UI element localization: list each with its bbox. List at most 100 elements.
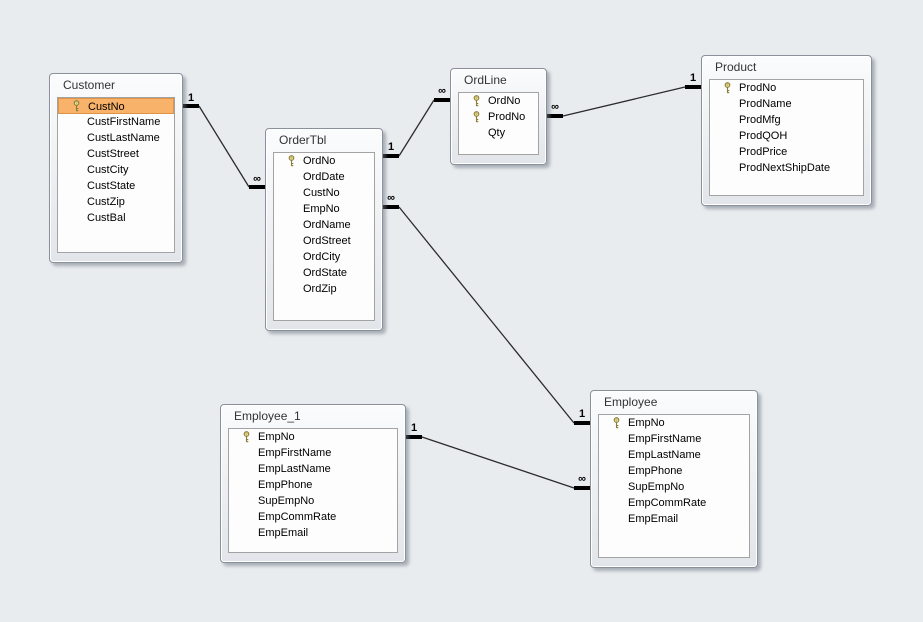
- field-name: ProdNextShipDate: [739, 162, 831, 174]
- field-name: EmpFirstName: [628, 433, 702, 445]
- table-window-customer[interactable]: Customer CustNo CustFirstName CustLastNa…: [49, 73, 183, 263]
- field-row[interactable]: EmpNo: [599, 415, 749, 431]
- field-name: EmpNo: [628, 417, 665, 429]
- field-row[interactable]: CustBal: [58, 210, 174, 226]
- field-row[interactable]: EmpFirstName: [229, 445, 397, 461]
- field-name: OrdZip: [303, 283, 337, 295]
- primary-key-icon: [471, 111, 482, 123]
- field-name: Qty: [488, 127, 506, 139]
- field-row[interactable]: EmpCommRate: [229, 509, 397, 525]
- table-window-ordline[interactable]: OrdLine OrdNo ProdNo Qty: [450, 68, 547, 165]
- field-row[interactable]: OrdCity: [274, 249, 374, 265]
- field-row[interactable]: ProdName: [710, 96, 863, 112]
- field-name: OrdName: [303, 219, 351, 231]
- field-name: ProdNo: [488, 111, 526, 123]
- field-row[interactable]: CustStreet: [58, 146, 174, 162]
- field-name: EmpEmail: [258, 527, 309, 539]
- field-row[interactable]: OrdStreet: [274, 233, 374, 249]
- field-name: EmpLastName: [628, 449, 701, 461]
- field-row[interactable]: SupEmpNo: [599, 479, 749, 495]
- field-row[interactable]: ProdNo: [459, 109, 538, 125]
- field-row[interactable]: Qty: [459, 125, 538, 141]
- field-row[interactable]: EmpNo: [274, 201, 374, 217]
- field-name: SupEmpNo: [628, 481, 685, 493]
- field-row[interactable]: OrdNo: [459, 93, 538, 109]
- primary-key-icon: [722, 82, 733, 94]
- field-name: EmpFirstName: [258, 447, 332, 459]
- field-row[interactable]: EmpFirstName: [599, 431, 749, 447]
- field-row[interactable]: ProdNo: [710, 80, 863, 96]
- table-title: Employee: [604, 395, 658, 409]
- field-name: CustBal: [87, 212, 126, 224]
- field-row[interactable]: EmpPhone: [599, 463, 749, 479]
- cardinality-label: ∞: [551, 101, 559, 113]
- field-row[interactable]: CustFirstName: [58, 114, 174, 130]
- field-name: EmpPhone: [628, 465, 683, 477]
- field-row[interactable]: OrdNo: [274, 153, 374, 169]
- field-name: EmpCommRate: [628, 497, 707, 509]
- field-row[interactable]: OrdState: [274, 265, 374, 281]
- field-list: EmpNo EmpFirstName EmpLastName EmpPhone …: [228, 428, 398, 553]
- primary-key-icon: [286, 155, 297, 167]
- table-window-product[interactable]: Product ProdNo ProdName ProdMfg ProdQOH …: [701, 55, 872, 206]
- field-name: OrdState: [303, 267, 348, 279]
- cardinality-label: 1: [187, 92, 195, 104]
- field-name: CustCity: [87, 164, 129, 176]
- field-row[interactable]: OrdZip: [274, 281, 374, 297]
- field-row[interactable]: CustNo: [58, 98, 174, 114]
- table-window-ordertbl[interactable]: OrderTbl OrdNo OrdDate CustNo EmpNo OrdN…: [265, 128, 383, 331]
- field-name: EmpNo: [303, 203, 340, 215]
- field-row[interactable]: CustNo: [274, 185, 374, 201]
- table-window-employee-1[interactable]: Employee_1 EmpNo EmpFirstName EmpLastNam…: [220, 404, 406, 563]
- relationship-line-customer-ordertbl[interactable]: [198, 105, 250, 188]
- field-name: OrdDate: [303, 171, 345, 183]
- relationship-line-ordertbl-employee[interactable]: [398, 206, 575, 424]
- field-row[interactable]: EmpPhone: [229, 477, 397, 493]
- field-row[interactable]: SupEmpNo: [229, 493, 397, 509]
- primary-key-icon: [71, 100, 82, 112]
- field-row[interactable]: EmpLastName: [599, 447, 749, 463]
- field-list: ProdNo ProdName ProdMfg ProdQOH ProdPric…: [709, 79, 864, 196]
- field-name: CustState: [87, 180, 136, 192]
- field-row[interactable]: OrdName: [274, 217, 374, 233]
- field-row[interactable]: ProdNextShipDate: [710, 160, 863, 176]
- field-name: OrdCity: [303, 251, 341, 263]
- table-title: OrdLine: [464, 73, 507, 87]
- field-row[interactable]: ProdPrice: [710, 144, 863, 160]
- field-name: ProdMfg: [739, 114, 781, 126]
- primary-key-icon: [241, 431, 252, 443]
- relationship-line-ordertbl-ordline[interactable]: [398, 99, 435, 157]
- cardinality-label: 1: [578, 408, 586, 420]
- field-row[interactable]: CustZip: [58, 194, 174, 210]
- field-name: OrdNo: [303, 155, 336, 167]
- field-name: SupEmpNo: [258, 495, 315, 507]
- primary-key-icon: [611, 417, 622, 429]
- field-list: CustNo CustFirstName CustLastName CustSt…: [57, 97, 175, 253]
- field-row[interactable]: EmpLastName: [229, 461, 397, 477]
- field-list: EmpNo EmpFirstName EmpLastName EmpPhone …: [598, 414, 750, 558]
- field-list: OrdNo OrdDate CustNo EmpNo OrdName OrdSt…: [273, 152, 375, 321]
- cardinality-label: ∞: [387, 192, 395, 204]
- field-row[interactable]: ProdQOH: [710, 128, 863, 144]
- field-name: ProdPrice: [739, 146, 788, 158]
- field-row[interactable]: CustState: [58, 178, 174, 194]
- field-row[interactable]: ProdMfg: [710, 112, 863, 128]
- field-row[interactable]: EmpCommRate: [599, 495, 749, 511]
- field-row[interactable]: EmpEmail: [599, 511, 749, 527]
- field-name: CustNo: [88, 101, 125, 113]
- field-row[interactable]: EmpEmail: [229, 525, 397, 541]
- field-row[interactable]: OrdDate: [274, 169, 374, 185]
- field-row[interactable]: CustCity: [58, 162, 174, 178]
- relationship-line-employee1-employee[interactable]: [421, 436, 575, 489]
- cardinality-label: ∞: [578, 473, 586, 485]
- table-title: OrderTbl: [279, 133, 327, 147]
- table-title: Product: [715, 60, 757, 74]
- relationship-line-ordline-product[interactable]: [562, 86, 686, 117]
- field-name: ProdQOH: [739, 130, 788, 142]
- primary-key-icon: [471, 95, 482, 107]
- field-row[interactable]: EmpNo: [229, 429, 397, 445]
- table-window-employee[interactable]: Employee EmpNo EmpFirstName EmpLastName …: [590, 390, 758, 568]
- field-row[interactable]: CustLastName: [58, 130, 174, 146]
